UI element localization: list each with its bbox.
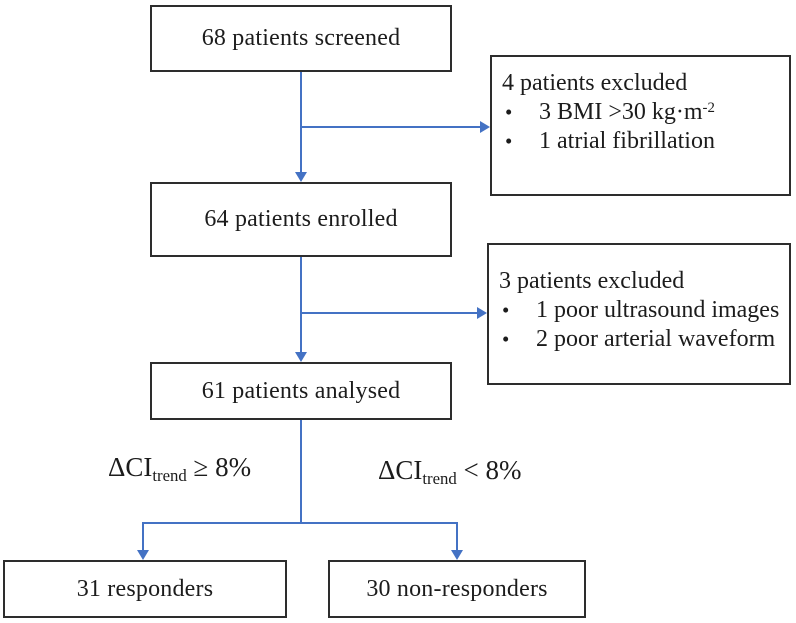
subscript: trend: [422, 468, 457, 488]
arrowhead-screened-to-enrolled: [295, 172, 307, 182]
bullet-icon: •: [502, 327, 510, 351]
box-excluded-2: 3 patients excluded • 1 poor ultrasound …: [487, 243, 791, 385]
branch-label-non-responders: ΔCItrend < 8%: [378, 455, 522, 488]
box-patients-screened: 68 patients screened: [150, 5, 452, 72]
arrow-line-to-excluded-1: [300, 126, 480, 128]
arrow-line-to-excluded-2: [300, 312, 477, 314]
excluded-1-bullet-2: • 1 atrial fibrillation: [502, 127, 781, 156]
box-responders-label: 31 responders: [76, 575, 214, 602]
arrowhead-to-responders: [137, 550, 149, 560]
box-patients-enrolled: 64 patients enrolled: [150, 182, 452, 257]
box-non-responders-label: 30 non-responders: [366, 575, 548, 602]
excluded-2-header: 3 patients excluded: [499, 268, 685, 294]
box-non-responders: 30 non-responders: [328, 560, 586, 618]
excluded-2-bullet-2: • 2 poor arterial waveform: [499, 325, 781, 354]
arrowhead-to-excluded-2: [477, 307, 487, 319]
box-responders: 31 responders: [3, 560, 287, 618]
box-patients-enrolled-label: 64 patients enrolled: [204, 206, 398, 232]
bullet-icon: •: [505, 100, 513, 124]
box-excluded-1: 4 patients excluded • 3 BMI >30 kg·m-2 •…: [490, 55, 791, 196]
branch-label-responders: ΔCItrend ≥ 8%: [108, 452, 252, 485]
box-patients-screened-label: 68 patients screened: [201, 25, 401, 51]
box-patients-analysed-label: 61 patients analysed: [201, 377, 401, 404]
excluded-1-bullet-1: • 3 BMI >30 kg·m-2: [502, 98, 781, 127]
arrow-line-to-responders: [142, 522, 144, 550]
arrowhead-enrolled-to-analysed: [295, 352, 307, 362]
box-patients-analysed: 61 patients analysed: [150, 362, 452, 420]
subscript: trend: [152, 465, 187, 485]
arrowhead-to-non-responders: [451, 550, 463, 560]
bullet-icon: •: [505, 129, 513, 153]
bullet-icon: •: [502, 298, 510, 322]
arrow-line-enrolled-to-analysed: [300, 257, 302, 354]
arrowhead-to-excluded-1: [480, 121, 490, 133]
arrow-line-analysed-down: [300, 420, 302, 524]
excluded-1-header: 4 patients excluded: [502, 70, 688, 96]
arrow-line-to-non-responders: [456, 522, 458, 550]
excluded-2-bullet-1: • 1 poor ultrasound images: [499, 296, 781, 325]
arrow-line-screened-to-enrolled: [300, 72, 302, 174]
superscript: -2: [702, 99, 715, 116]
arrow-line-split-horizontal: [142, 522, 458, 524]
